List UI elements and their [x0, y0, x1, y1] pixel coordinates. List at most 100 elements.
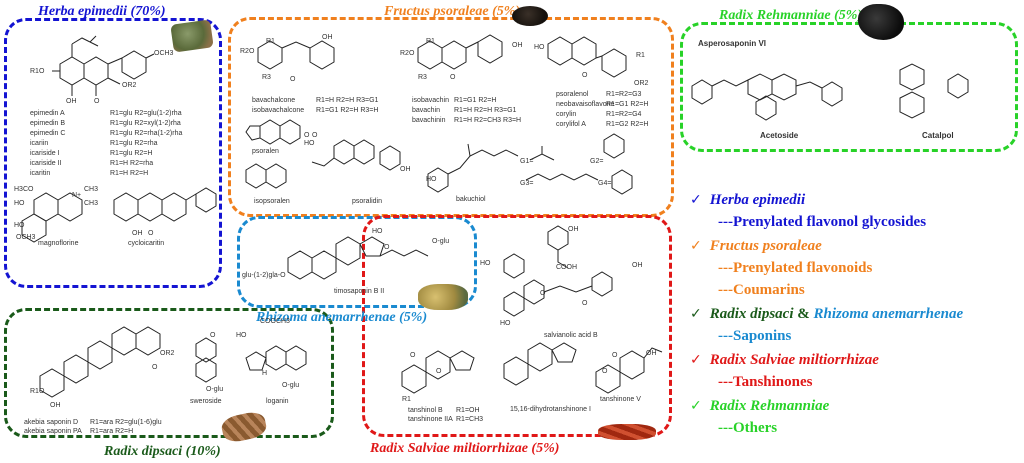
check-icon: ✓	[690, 352, 702, 368]
psoralidin-label: psoralidin	[352, 198, 382, 205]
label-or2: OR2	[160, 350, 175, 357]
label-ch3a: CH3	[84, 186, 99, 193]
tanshinone-v-label: tanshinone V	[600, 396, 641, 403]
label-o2: O	[210, 332, 216, 339]
radix-salviae-box	[362, 215, 672, 437]
label-o-q2: O	[436, 368, 442, 375]
flavanone-names: isobavachin bavachin bavachinin	[412, 97, 449, 124]
label-ho2: HO	[500, 320, 511, 327]
label-or2-c: OR2	[634, 80, 649, 87]
g3-label: G3=	[520, 180, 534, 187]
psoralen-label: psoralen	[252, 148, 279, 155]
legend-class-flavonoids: ---Prenylated flavonoids	[718, 260, 873, 276]
rhizoma-anemarrhenae-title: Rhizoma anemarrhenae (5%)	[256, 310, 428, 325]
legend-item-rehmanniae: ✓Radix Rehmanniae	[690, 398, 830, 414]
psoraleae-coumarin-structures	[245, 119, 633, 195]
magnoflorine-cycloicaritin-structure	[21, 187, 217, 243]
radix-rehmanniae-title: Radix Rehmanniae (5%)	[719, 8, 863, 23]
g4-label: G4=	[598, 180, 612, 187]
label-oh2: OH	[132, 230, 143, 237]
label-r3: R3	[262, 74, 271, 81]
label-oh3: OH	[646, 350, 657, 357]
label-o: O	[290, 76, 296, 83]
dipsaci-structures	[39, 326, 307, 398]
fructus-psoraleae-title: Fructus psoraleae (5%)	[384, 4, 521, 19]
label-oh: OH	[322, 34, 333, 41]
legend-class-flavonol: ---Prenylated flavonol glycosides	[718, 214, 927, 230]
sweroside-label: sweroside	[190, 398, 222, 405]
legend-item-dipsaci-anemarrhenae: ✓Radix dipsaci & Rhizoma anemarrhenae	[690, 306, 964, 322]
acetoside-label: Acetoside	[760, 131, 799, 140]
label-o2: O	[582, 300, 588, 307]
check-icon: ✓	[690, 238, 702, 254]
isopsoralen-label: isopsoralen	[254, 198, 290, 205]
label-ho-e: HO	[426, 176, 437, 183]
label-oh1: OH	[568, 226, 579, 233]
label-cooch3: COOCH3	[260, 318, 290, 325]
salviae-structures	[401, 225, 663, 394]
label-h3co: H3CO	[14, 186, 34, 193]
psoraleae-flavonoid-structures	[257, 34, 627, 78]
label-h: H	[262, 370, 268, 377]
cycloicaritin-label: cycloicaritin	[128, 240, 165, 247]
label-r3-b: R3	[418, 74, 427, 81]
bakuchiol-label: bakuchiol	[456, 196, 486, 203]
label-r1o: R1O	[30, 68, 45, 75]
salviae-herb-image	[598, 424, 656, 440]
legend-class-tanshinones: ---Tanshinones	[718, 374, 813, 390]
label-ho-d: HO	[304, 140, 315, 147]
label-o-f: O	[304, 132, 310, 139]
legend-class-saponins: ---Saponins	[718, 328, 792, 344]
loganin-label: loganin	[266, 398, 289, 405]
psoraleae-herb-image	[512, 6, 548, 26]
label-or2: OR2	[122, 82, 137, 89]
label-o-q1: O	[410, 352, 416, 359]
asperosaponin-label: Asperosaponin VI	[698, 39, 767, 48]
flavanone-subst: R1=G1 R2=H R1=H R2=H R3=G1 R1=H R2=CH3 R…	[454, 97, 522, 124]
label-o2: O	[148, 230, 154, 237]
label-ho: HO	[236, 332, 247, 339]
radix-salviae-title: Radix Salviae miltiorrhizae (5%)	[370, 441, 560, 456]
label-r2o: R2O	[240, 48, 255, 55]
label-oh-b: OH	[512, 42, 523, 49]
chalcone-subst: R1=H R2=H R3=G1 R1=G1 R2=H R3=H	[316, 97, 379, 114]
label-och3b: OCH3	[16, 234, 36, 241]
label-o: O	[152, 364, 158, 371]
label-o-q3: O	[612, 352, 618, 359]
label-oh: OH	[66, 98, 77, 105]
herba-epimedii-box	[4, 18, 222, 288]
label-ho: HO	[14, 200, 25, 207]
rehmanniae-herb-image	[858, 4, 904, 40]
label-r1o: R1O	[30, 388, 45, 395]
label-glu-chain: glu-(1-2)gla-O	[242, 272, 286, 279]
label-oh2: OH	[632, 262, 643, 269]
check-icon: ✓	[690, 306, 702, 322]
magnoflorine-label: magnoflorine	[38, 240, 79, 247]
label-ho-c: HO	[534, 44, 545, 51]
label-o: O	[384, 244, 390, 251]
rehmanniae-structures	[691, 63, 969, 121]
label-r1: R1	[402, 396, 411, 403]
label-och3: OCH3	[154, 50, 174, 57]
check-icon: ✓	[690, 192, 702, 208]
g2-label: G2=	[590, 158, 604, 165]
label-o-glu: O-glu	[206, 386, 224, 393]
label-o-e: O	[312, 132, 318, 139]
label-o-glu: O-glu	[432, 238, 450, 245]
label-o-q4: O	[602, 368, 608, 375]
label-oh: OH	[50, 402, 61, 409]
anemarrhenae-herb-image	[418, 284, 468, 310]
legend-item-psoraleae: ✓Fructus psoraleae	[690, 238, 822, 254]
label-r2o-b: R2O	[400, 50, 415, 57]
check-icon: ✓	[690, 398, 702, 414]
label-ho1: HO	[480, 260, 491, 267]
